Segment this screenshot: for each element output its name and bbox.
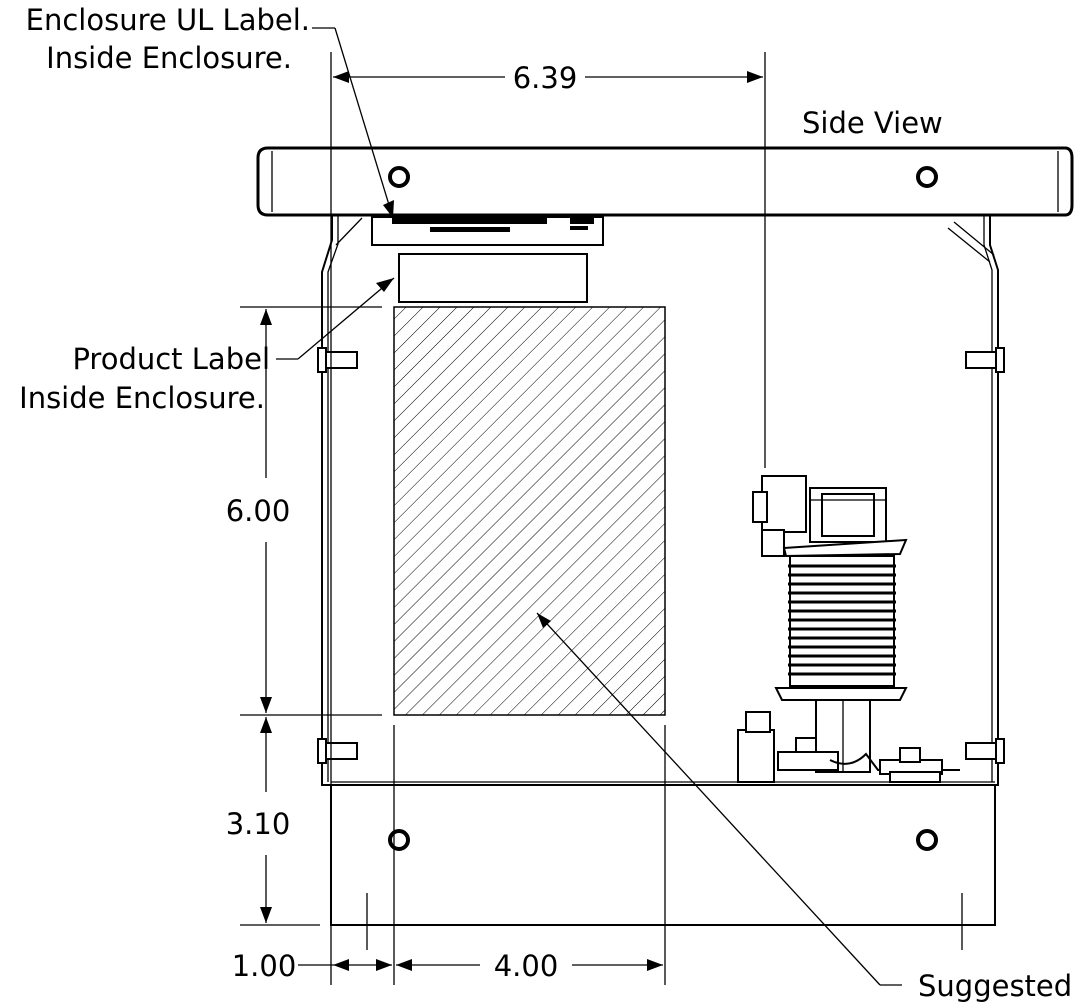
mounting-hole-top-left <box>388 166 410 188</box>
suggested-area <box>393 306 666 716</box>
mounting-hole-bottom-right <box>916 829 938 851</box>
dimension-area-height: 6.00 <box>226 494 291 528</box>
enclosure <box>256 146 1074 926</box>
dimension-left-offset: 1.00 <box>232 949 297 983</box>
top-lid <box>256 146 1074 217</box>
annotations: Enclosure UL Label. Inside Enclosure. Si… <box>19 3 1072 1003</box>
leader-lines <box>276 27 902 986</box>
mounting-hole-bottom-left <box>388 829 410 851</box>
dimension-area-width: 4.00 <box>494 949 559 983</box>
product-label <box>398 253 588 303</box>
side-tab <box>321 351 358 369</box>
dimension-overall-width: 6.39 <box>513 61 578 95</box>
side-tab <box>965 742 999 760</box>
bottom-panel <box>330 784 996 926</box>
enclosure-ul-label-text-line2: Inside Enclosure. <box>46 41 292 75</box>
side-view-title: Side View <box>802 106 943 140</box>
extension-lines <box>240 52 963 985</box>
side-tab <box>965 351 999 369</box>
left-wall <box>321 215 333 786</box>
product-label-text-line2: Inside Enclosure. <box>19 381 265 415</box>
enclosure-ul-label-text: Enclosure UL Label. <box>26 3 310 37</box>
dimension-lines <box>260 71 763 971</box>
mounting-hole-top-right <box>916 166 938 188</box>
transformer-component <box>737 475 960 783</box>
suggested-area-text: Suggested <box>918 969 1072 1003</box>
side-tab <box>321 742 358 760</box>
product-label-text: Product Label <box>72 342 270 376</box>
dimension-bottom-offset: 3.10 <box>226 807 291 841</box>
coil-windings <box>788 555 896 687</box>
right-wall <box>989 215 999 786</box>
